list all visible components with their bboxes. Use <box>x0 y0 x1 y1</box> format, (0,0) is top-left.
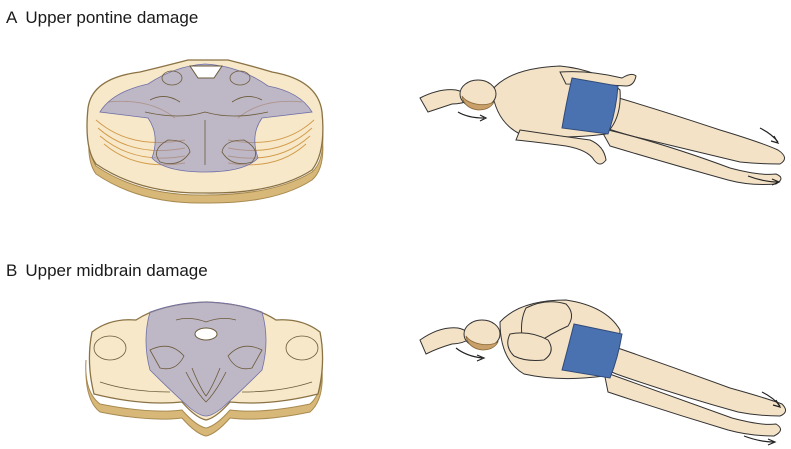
midbrain-section-icon <box>86 302 323 436</box>
pons-section-icon <box>87 60 323 203</box>
patient-a-trunks <box>562 78 618 134</box>
decorticate-patient-figure <box>420 300 786 445</box>
decerebrate-patient-figure <box>420 66 785 185</box>
midbrain-aqueduct <box>195 328 217 340</box>
